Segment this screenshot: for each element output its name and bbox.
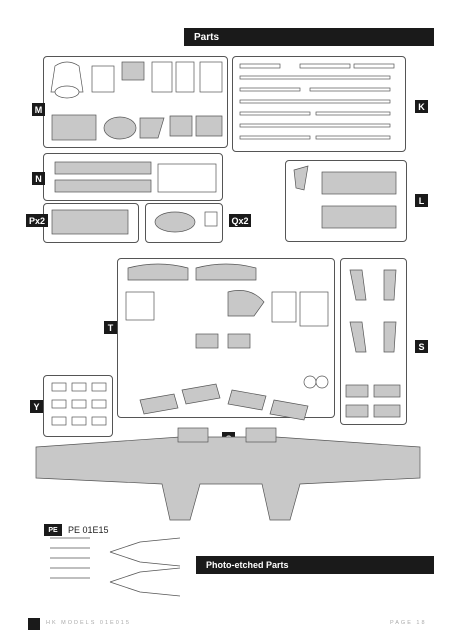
pe-section-header: Photo-etched Parts — [196, 556, 434, 574]
brand-logo-icon — [28, 618, 40, 630]
sprue-t — [117, 258, 335, 418]
section-title: Parts — [194, 31, 220, 43]
footer-left: HK MODELS 01E015 — [46, 620, 131, 626]
sprue-label-k: K — [415, 100, 428, 113]
sprue-label-l: L — [415, 194, 428, 207]
pe-logo: PE — [44, 524, 62, 536]
sprue-label-q: Qx2 — [229, 214, 251, 227]
footer-page: PAGE 18 — [390, 620, 427, 626]
sprue-label-t: T — [104, 321, 117, 334]
pe-code: PE 01E15 — [68, 525, 109, 535]
sprue-label-n: N — [32, 172, 45, 185]
section-header: Parts — [184, 28, 434, 46]
sprue-n — [43, 153, 223, 201]
sprue-label-m: M — [32, 103, 45, 116]
sprue-label-y: Y — [30, 400, 43, 413]
sprue-label-s: S — [415, 340, 428, 353]
pe-section-title: Photo-etched Parts — [206, 560, 289, 570]
sprue-label-p: Px2 — [26, 214, 48, 227]
